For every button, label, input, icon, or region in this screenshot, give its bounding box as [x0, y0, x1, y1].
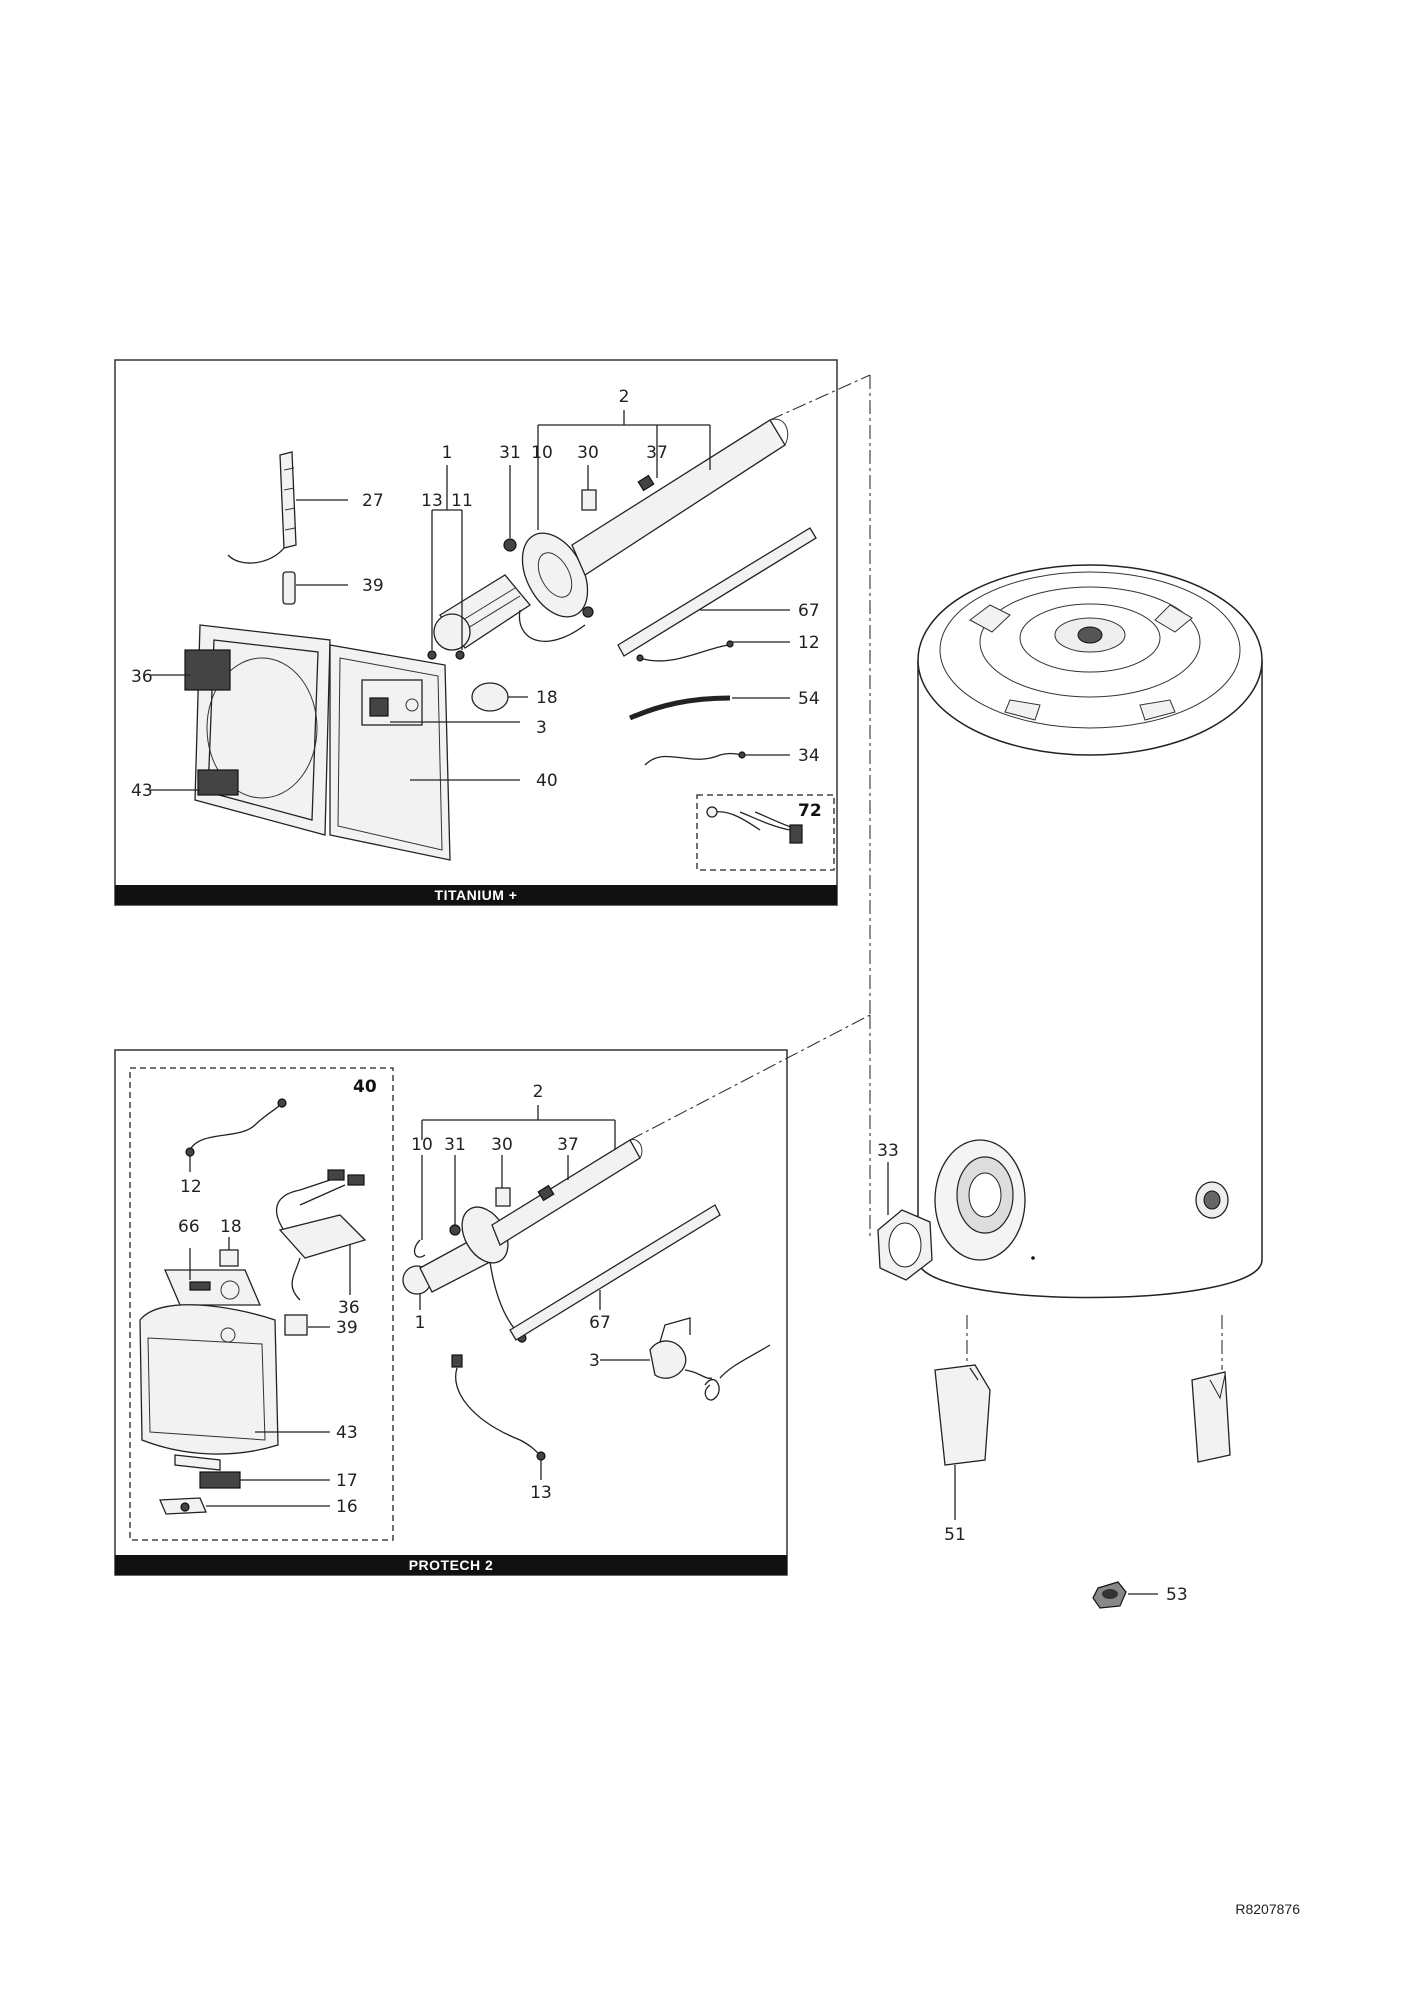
panel-protech: PROTECH 2: [114, 1049, 788, 1576]
part-element-1-b: [402, 1206, 527, 1343]
label-39-b: 39: [336, 1318, 358, 1338]
part-sleeve-39-b: [284, 1314, 308, 1336]
label-51: 51: [944, 1525, 966, 1545]
guide-lines: [629, 374, 1223, 1370]
label-16-b: 16: [336, 1497, 358, 1517]
part-anode-30: [581, 489, 597, 511]
label-66-b: 66: [178, 1217, 200, 1237]
label-36: 36: [131, 667, 153, 687]
label-10: 10: [531, 443, 553, 463]
drawing-reference: R8207876: [1235, 1901, 1300, 1917]
label-39: 39: [362, 576, 384, 596]
water-heater-tank: 33 51 53: [877, 564, 1263, 1609]
label-43: 43: [131, 781, 153, 801]
part-cover-40: [361, 679, 423, 726]
part-17: [199, 1471, 241, 1489]
part-housing-43: [184, 624, 451, 861]
label-31: 31: [499, 443, 521, 463]
part-tube-37: [571, 418, 789, 576]
label-36-b: 36: [338, 1298, 360, 1318]
part-plate-66: [164, 1248, 261, 1306]
label-33: 33: [877, 1141, 899, 1161]
part-tube-37-b: [491, 1139, 643, 1246]
part-foot-51-rear: [1191, 1371, 1231, 1463]
label-11: 11: [451, 491, 473, 511]
label-12-b: 12: [180, 1177, 202, 1197]
part-cable-12: [636, 640, 790, 662]
label-53: 53: [1166, 1585, 1188, 1605]
part-rod-27: [227, 451, 348, 564]
label-2: 2: [619, 387, 630, 407]
label-30: 30: [577, 443, 599, 463]
tank-top-outlet: [1077, 626, 1103, 644]
panel-titanium: TITANIUM +: [114, 359, 838, 906]
tank-top: [917, 564, 1263, 756]
part-thermostat-3: [600, 1317, 771, 1401]
label-1: 1: [442, 443, 453, 463]
part-wire-10-b: [413, 1239, 426, 1258]
label-37: 37: [646, 443, 668, 463]
part-nut-53: [1092, 1581, 1158, 1609]
panel-titanium-band: [115, 885, 837, 905]
label-72: 72: [798, 801, 822, 821]
label-40-b: 40: [353, 1077, 377, 1097]
label-17-b: 17: [336, 1471, 358, 1491]
label-37-b: 37: [557, 1135, 579, 1155]
panel-titanium-title: TITANIUM +: [435, 887, 518, 903]
part-foot-51: [934, 1364, 991, 1520]
part-cable-34: [644, 751, 790, 766]
label-13: 13: [421, 491, 443, 511]
part-rod-67-b: [509, 1204, 721, 1341]
label-3-b: 3: [589, 1351, 600, 1371]
label-13-b: 13: [530, 1483, 552, 1503]
label-30-b: 30: [491, 1135, 513, 1155]
part-grommet-18-b: [219, 1249, 239, 1267]
part-cable-12-b: [185, 1098, 287, 1172]
label-18-b: 18: [220, 1217, 242, 1237]
label-3: 3: [536, 718, 547, 738]
part-kit-72: [696, 794, 835, 871]
part-gasket-33: [877, 1162, 933, 1281]
label-27: 27: [362, 491, 384, 511]
label-2-b: 2: [533, 1082, 544, 1102]
label-12: 12: [798, 633, 820, 653]
part-nut-31-b: [449, 1224, 461, 1236]
part-sleeve-39: [282, 571, 348, 605]
part-housing-43-b: [139, 1304, 330, 1471]
part-cable-13-b: [451, 1354, 546, 1480]
part-rod-67: [617, 527, 817, 657]
part-cable-54: [629, 695, 790, 721]
part-grommet-18: [471, 682, 528, 712]
label-1-b: 1: [415, 1313, 426, 1333]
tank-body: [917, 660, 1263, 1299]
label-67-b: 67: [589, 1313, 611, 1333]
part-16: [159, 1497, 330, 1515]
label-34: 34: [798, 746, 820, 766]
kit-40-frame: [129, 1067, 394, 1541]
label-67: 67: [798, 601, 820, 621]
label-31-b: 31: [444, 1135, 466, 1155]
panel-protech-band: [115, 1555, 787, 1575]
part-board-36: [276, 1169, 367, 1301]
part-nut-31: [503, 538, 517, 552]
label-40: 40: [536, 771, 558, 791]
label-43-b: 43: [336, 1423, 358, 1443]
label-54: 54: [798, 689, 820, 709]
panel-protech-title: PROTECH 2: [409, 1557, 494, 1573]
label-18: 18: [536, 688, 558, 708]
label-10-b: 10: [411, 1135, 433, 1155]
